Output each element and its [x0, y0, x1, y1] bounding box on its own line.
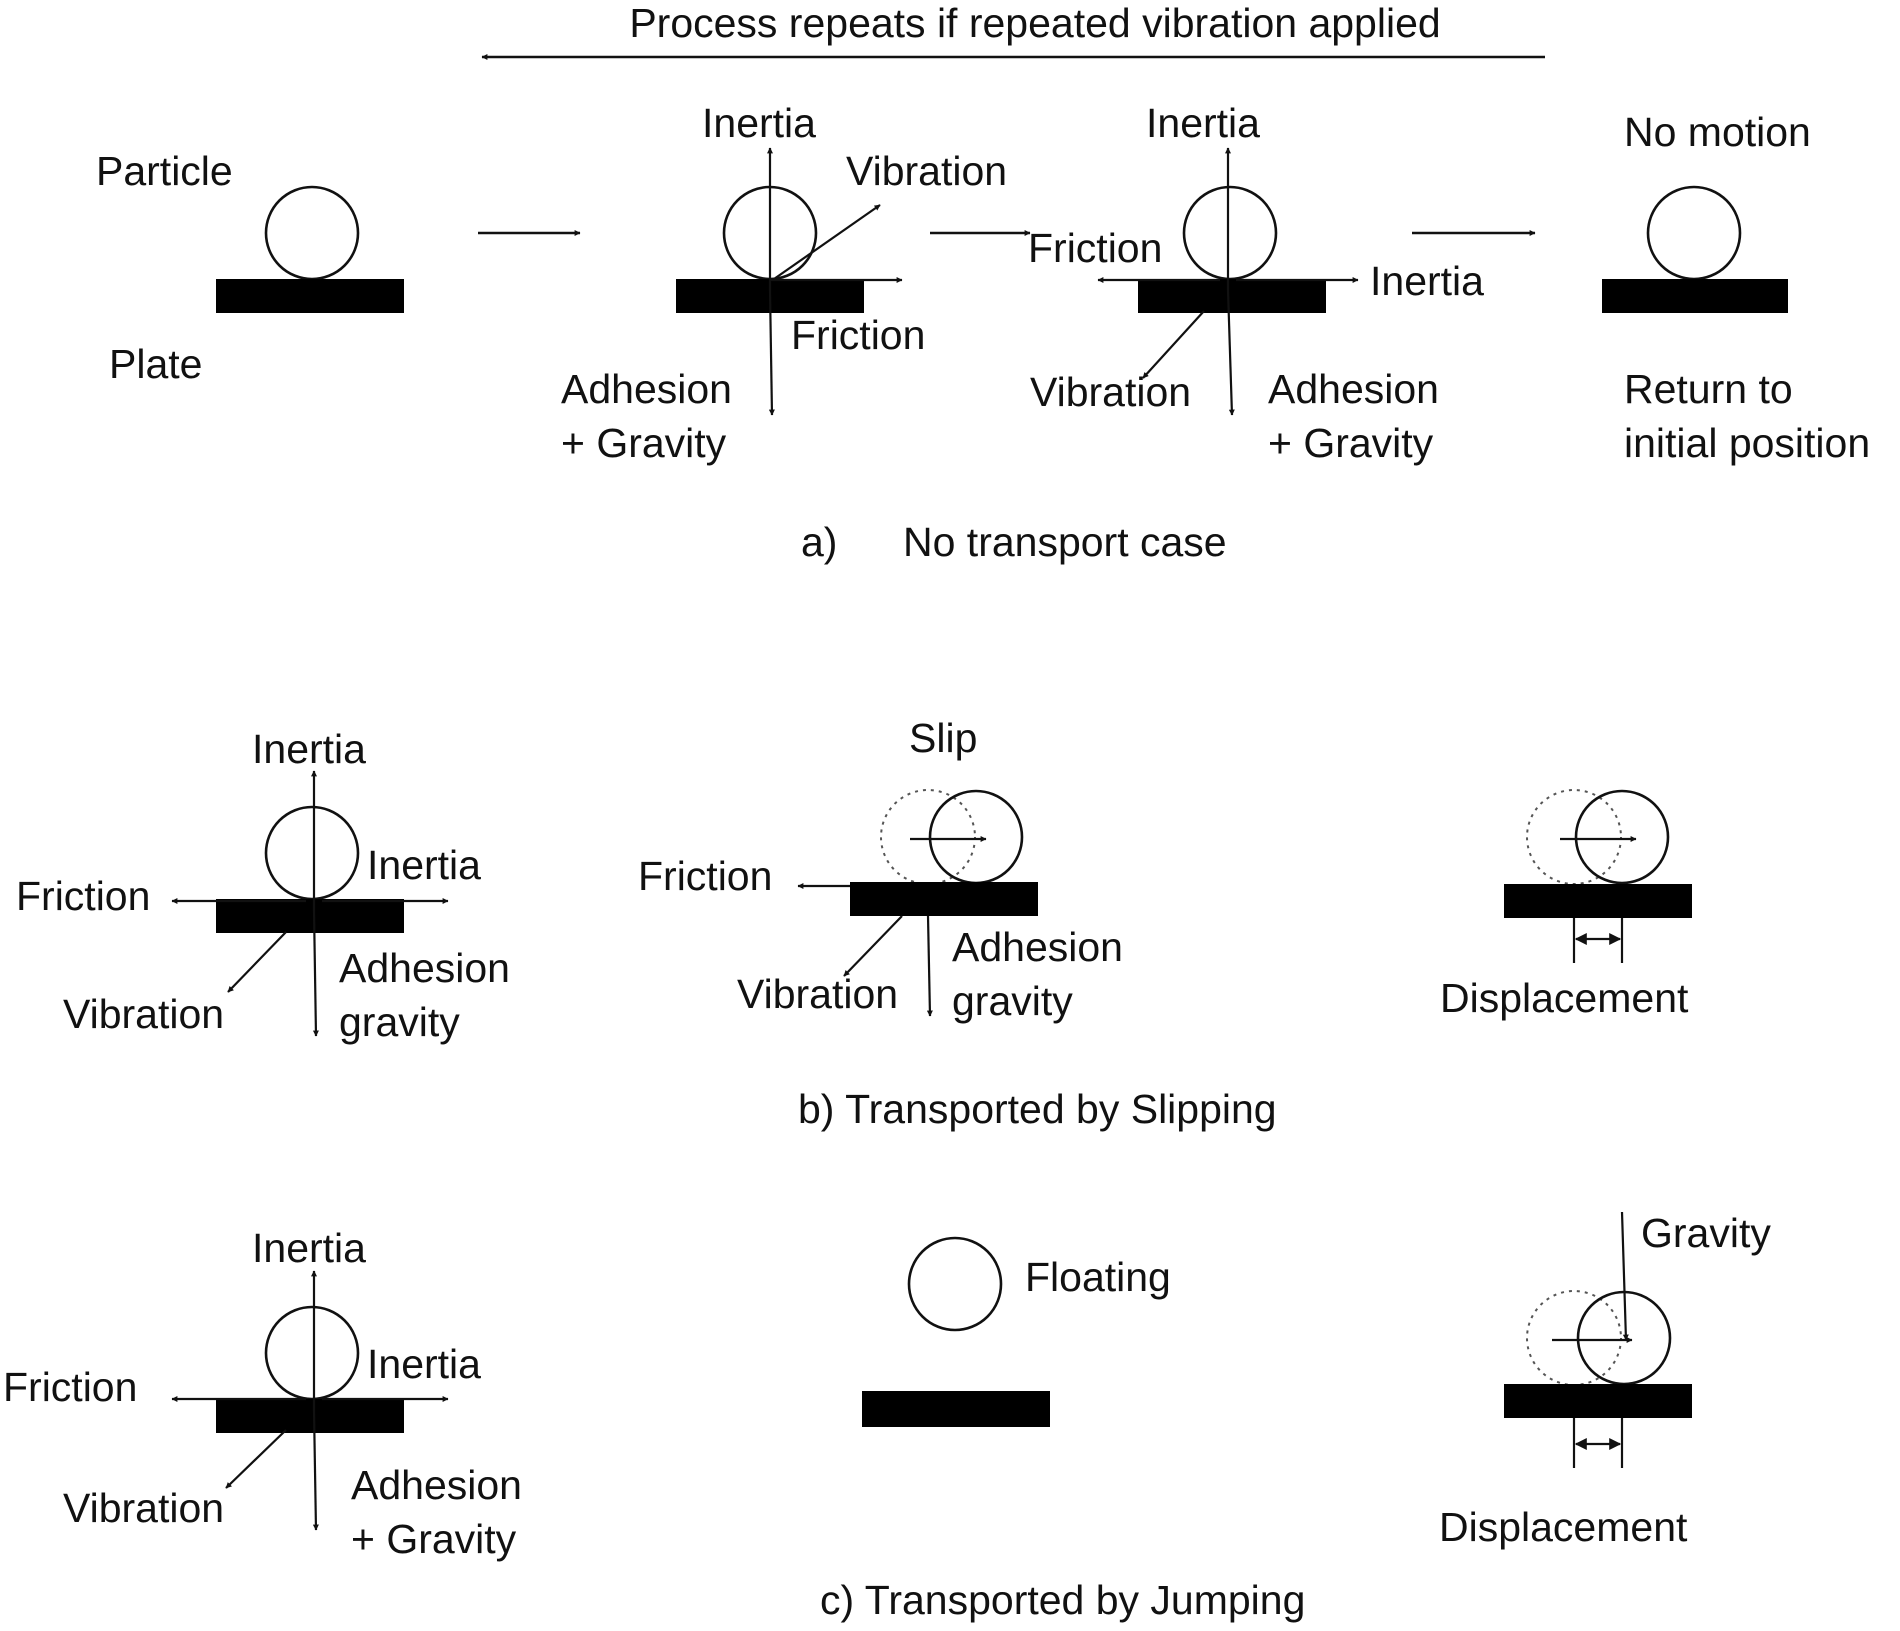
gravity-label: gravity [952, 978, 1073, 1024]
ghost-particle [1526, 1290, 1622, 1386]
initial-position-label: initial position [1624, 420, 1870, 466]
plate [216, 279, 404, 313]
adhesion-gravity-arrow [926, 915, 933, 1017]
return-label: Return to [1624, 366, 1793, 412]
plate [862, 1391, 1050, 1427]
adhesion-label: Adhesion [1268, 366, 1439, 412]
adhesion-gravity-arrow [768, 289, 775, 416]
inertia-up-label: Inertia [252, 1225, 366, 1271]
particle [264, 805, 360, 901]
gravity-label: gravity [339, 999, 460, 1045]
friction-label: Friction [1028, 225, 1162, 271]
displacement-label: Displacement [1440, 975, 1689, 1021]
panel-c-stage-1: Inertia Inertia Friction Vibration Adhes… [3, 1225, 522, 1562]
particle [1574, 789, 1670, 885]
panel-c-stage-2: Floating [862, 1236, 1171, 1427]
vibration-label: Vibration [1030, 369, 1191, 415]
panel-b-stage-2: Slip Friction Vibration Adhesion gravity [638, 715, 1123, 1024]
inertia-side-label: Inertia [367, 1341, 481, 1387]
particle [264, 185, 360, 281]
particle [907, 1236, 1003, 1332]
inertia-up-label: Inertia [252, 726, 366, 772]
particle [1646, 185, 1742, 281]
plate [216, 899, 404, 933]
panel-a-stage-4: No motion Return to initial position [1602, 109, 1870, 466]
adhesion-label: Adhesion [339, 945, 510, 991]
panel-a-caption: No transport case [903, 519, 1227, 565]
gravity-label: + Gravity [1268, 420, 1434, 466]
panel-a-stage-1: Particle Plate [96, 148, 404, 387]
plate-label: Plate [109, 341, 202, 387]
vibration-arrow [225, 1429, 287, 1489]
panel-a-caption-prefix: a) [801, 519, 837, 565]
panel-a-stage-2: Inertia Vibration Friction Adhesion + Gr… [561, 100, 1007, 466]
adhesion-gravity-arrow [312, 909, 319, 1037]
vibration-label: Vibration [63, 1485, 224, 1531]
inertia-side-label: Inertia [1370, 258, 1484, 304]
plate [850, 882, 1038, 916]
repeat-header: Process repeats if repeated vibration ap… [481, 0, 1545, 60]
adhesion-label: Adhesion [351, 1462, 522, 1508]
panel-b-caption: b) Transported by Slipping [798, 1086, 1277, 1132]
panel-c-jumping: Inertia Inertia Friction Vibration Adhes… [3, 1210, 1771, 1623]
vibration-arrow [1142, 310, 1205, 379]
plate [1602, 279, 1788, 313]
friction-label: Friction [3, 1364, 137, 1410]
friction-label: Friction [16, 873, 150, 919]
repeat-text: Process repeats if repeated vibration ap… [629, 0, 1440, 46]
panel-b-stage-1: Inertia Inertia Friction Vibration Adhes… [16, 726, 510, 1045]
displacement-label: Displacement [1439, 1504, 1688, 1550]
panel-b-slipping: Inertia Inertia Friction Vibration Adhes… [16, 715, 1692, 1132]
plate [1504, 884, 1692, 918]
adhesion-gravity-arrow [312, 1409, 319, 1531]
gravity-label: + Gravity [351, 1516, 517, 1562]
plate [216, 1399, 404, 1433]
gravity-arrow [1620, 1211, 1629, 1341]
adhesion-label: Adhesion [561, 366, 732, 412]
vibration-label: Vibration [63, 991, 224, 1037]
inertia-up-label: Inertia [1146, 100, 1260, 146]
ghost-particle [880, 789, 976, 885]
inertia-side-label: Inertia [367, 842, 481, 888]
panel-c-caption: c) Transported by Jumping [820, 1577, 1305, 1623]
plate [1504, 1384, 1692, 1418]
gravity-label: + Gravity [561, 420, 727, 466]
vibration-arrow [773, 204, 881, 280]
particle [264, 1305, 360, 1401]
panel-c-stage-3: Gravity Displacement [1439, 1210, 1771, 1550]
adhesion-label: Adhesion [952, 924, 1123, 970]
particle [1182, 185, 1278, 281]
vibration-label: Vibration [846, 148, 1007, 194]
friction-label: Friction [638, 853, 772, 899]
inertia-label: Inertia [702, 100, 816, 146]
floating-label: Floating [1025, 1254, 1171, 1300]
vibration-arrow [227, 931, 287, 993]
no-motion-label: No motion [1624, 109, 1811, 155]
adhesion-gravity-arrow [1226, 289, 1235, 416]
plate [1138, 279, 1326, 313]
gravity-label: Gravity [1641, 1210, 1771, 1256]
vibration-arrow [843, 915, 903, 977]
panel-a-stage-3: Inertia Friction Inertia Vibration Adhes… [1028, 100, 1484, 466]
ghost-particle [1526, 789, 1622, 885]
panel-a-no-transport: Particle Plate Inertia Vibration Frictio… [96, 100, 1870, 565]
vibration-label: Vibration [737, 971, 898, 1017]
particle-label: Particle [96, 148, 233, 194]
panel-b-stage-3: Displacement [1440, 789, 1692, 1021]
friction-label: Friction [791, 312, 925, 358]
slip-label: Slip [909, 715, 977, 761]
